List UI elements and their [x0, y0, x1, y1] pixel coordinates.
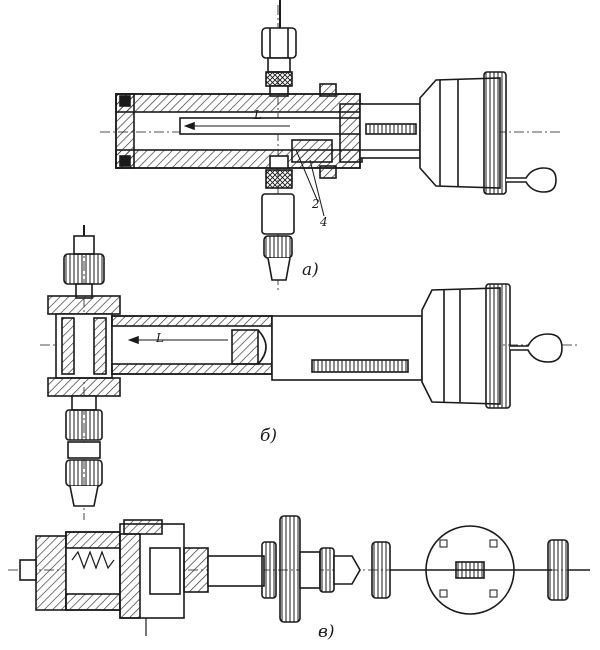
scale-window-b [311, 359, 409, 373]
view-v-drawing [8, 515, 590, 636]
right-wheel-v [547, 539, 569, 601]
length-label-b: L [156, 331, 164, 345]
drum-knurl-a [483, 71, 507, 195]
view-b-drawing [40, 225, 580, 520]
left-wheel-v [371, 541, 391, 599]
crank-handle-a [506, 167, 557, 193]
piston-b [231, 329, 259, 365]
gear-wheel-v [279, 515, 301, 623]
end-nozzle-v [333, 555, 361, 585]
drum-knurl-b [485, 283, 511, 409]
crank-handle-b [510, 333, 563, 363]
view-a-drawing [100, 0, 560, 290]
spring-v [71, 550, 115, 570]
top-block-v [123, 519, 163, 535]
view-label-v: в) [318, 622, 335, 642]
left-housing-v [35, 535, 67, 611]
top-knurl-a [265, 71, 293, 87]
part-number-2: 2 [312, 197, 320, 211]
knurl-ring-v [261, 541, 277, 599]
top-nut-b [63, 253, 105, 285]
top-nut-a [261, 27, 297, 59]
lower-nut-b [65, 459, 103, 487]
view-label-a: а) [302, 260, 319, 280]
view-label-b: б) [260, 426, 278, 446]
length-label-a: L [254, 108, 262, 122]
part-number-4: 4 [320, 215, 328, 229]
lower-knurl-a [265, 169, 293, 189]
t-block-b [47, 295, 121, 315]
lower-knurl-b [65, 409, 103, 441]
lower-nut-a [263, 235, 293, 259]
